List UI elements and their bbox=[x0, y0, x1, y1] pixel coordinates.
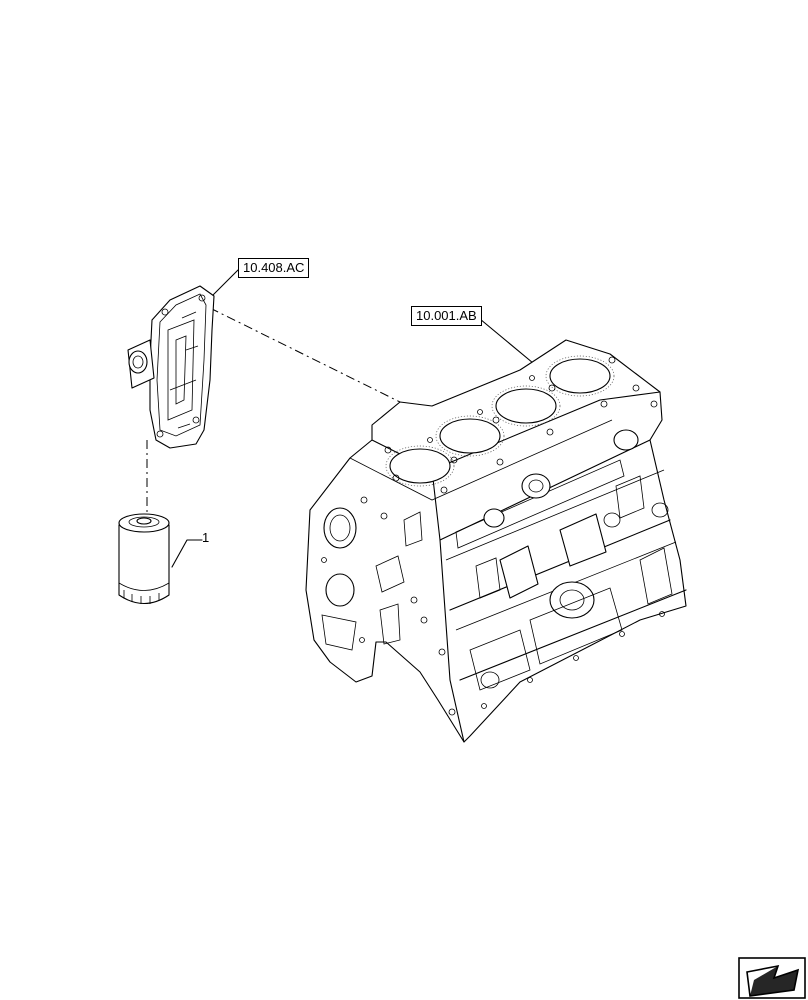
cylinder-bore-1 bbox=[389, 448, 451, 484]
cylinder-bore-2 bbox=[439, 418, 501, 454]
callout-engine-block-ref[interactable]: 10.001.AB bbox=[411, 306, 482, 326]
alignment-lines bbox=[146, 269, 534, 568]
cylinder-bore-4 bbox=[549, 358, 611, 394]
oil-filter-head[interactable] bbox=[127, 285, 215, 449]
callout-filter-head-ref[interactable]: 10.408.AC bbox=[238, 258, 310, 278]
engine-block[interactable] bbox=[305, 339, 687, 743]
oil-filter[interactable] bbox=[118, 513, 170, 605]
item-number-oil-filter[interactable]: 1 bbox=[202, 530, 210, 545]
next-page-arrow-icon[interactable] bbox=[738, 957, 806, 999]
cylinder-bore-3 bbox=[495, 388, 557, 424]
